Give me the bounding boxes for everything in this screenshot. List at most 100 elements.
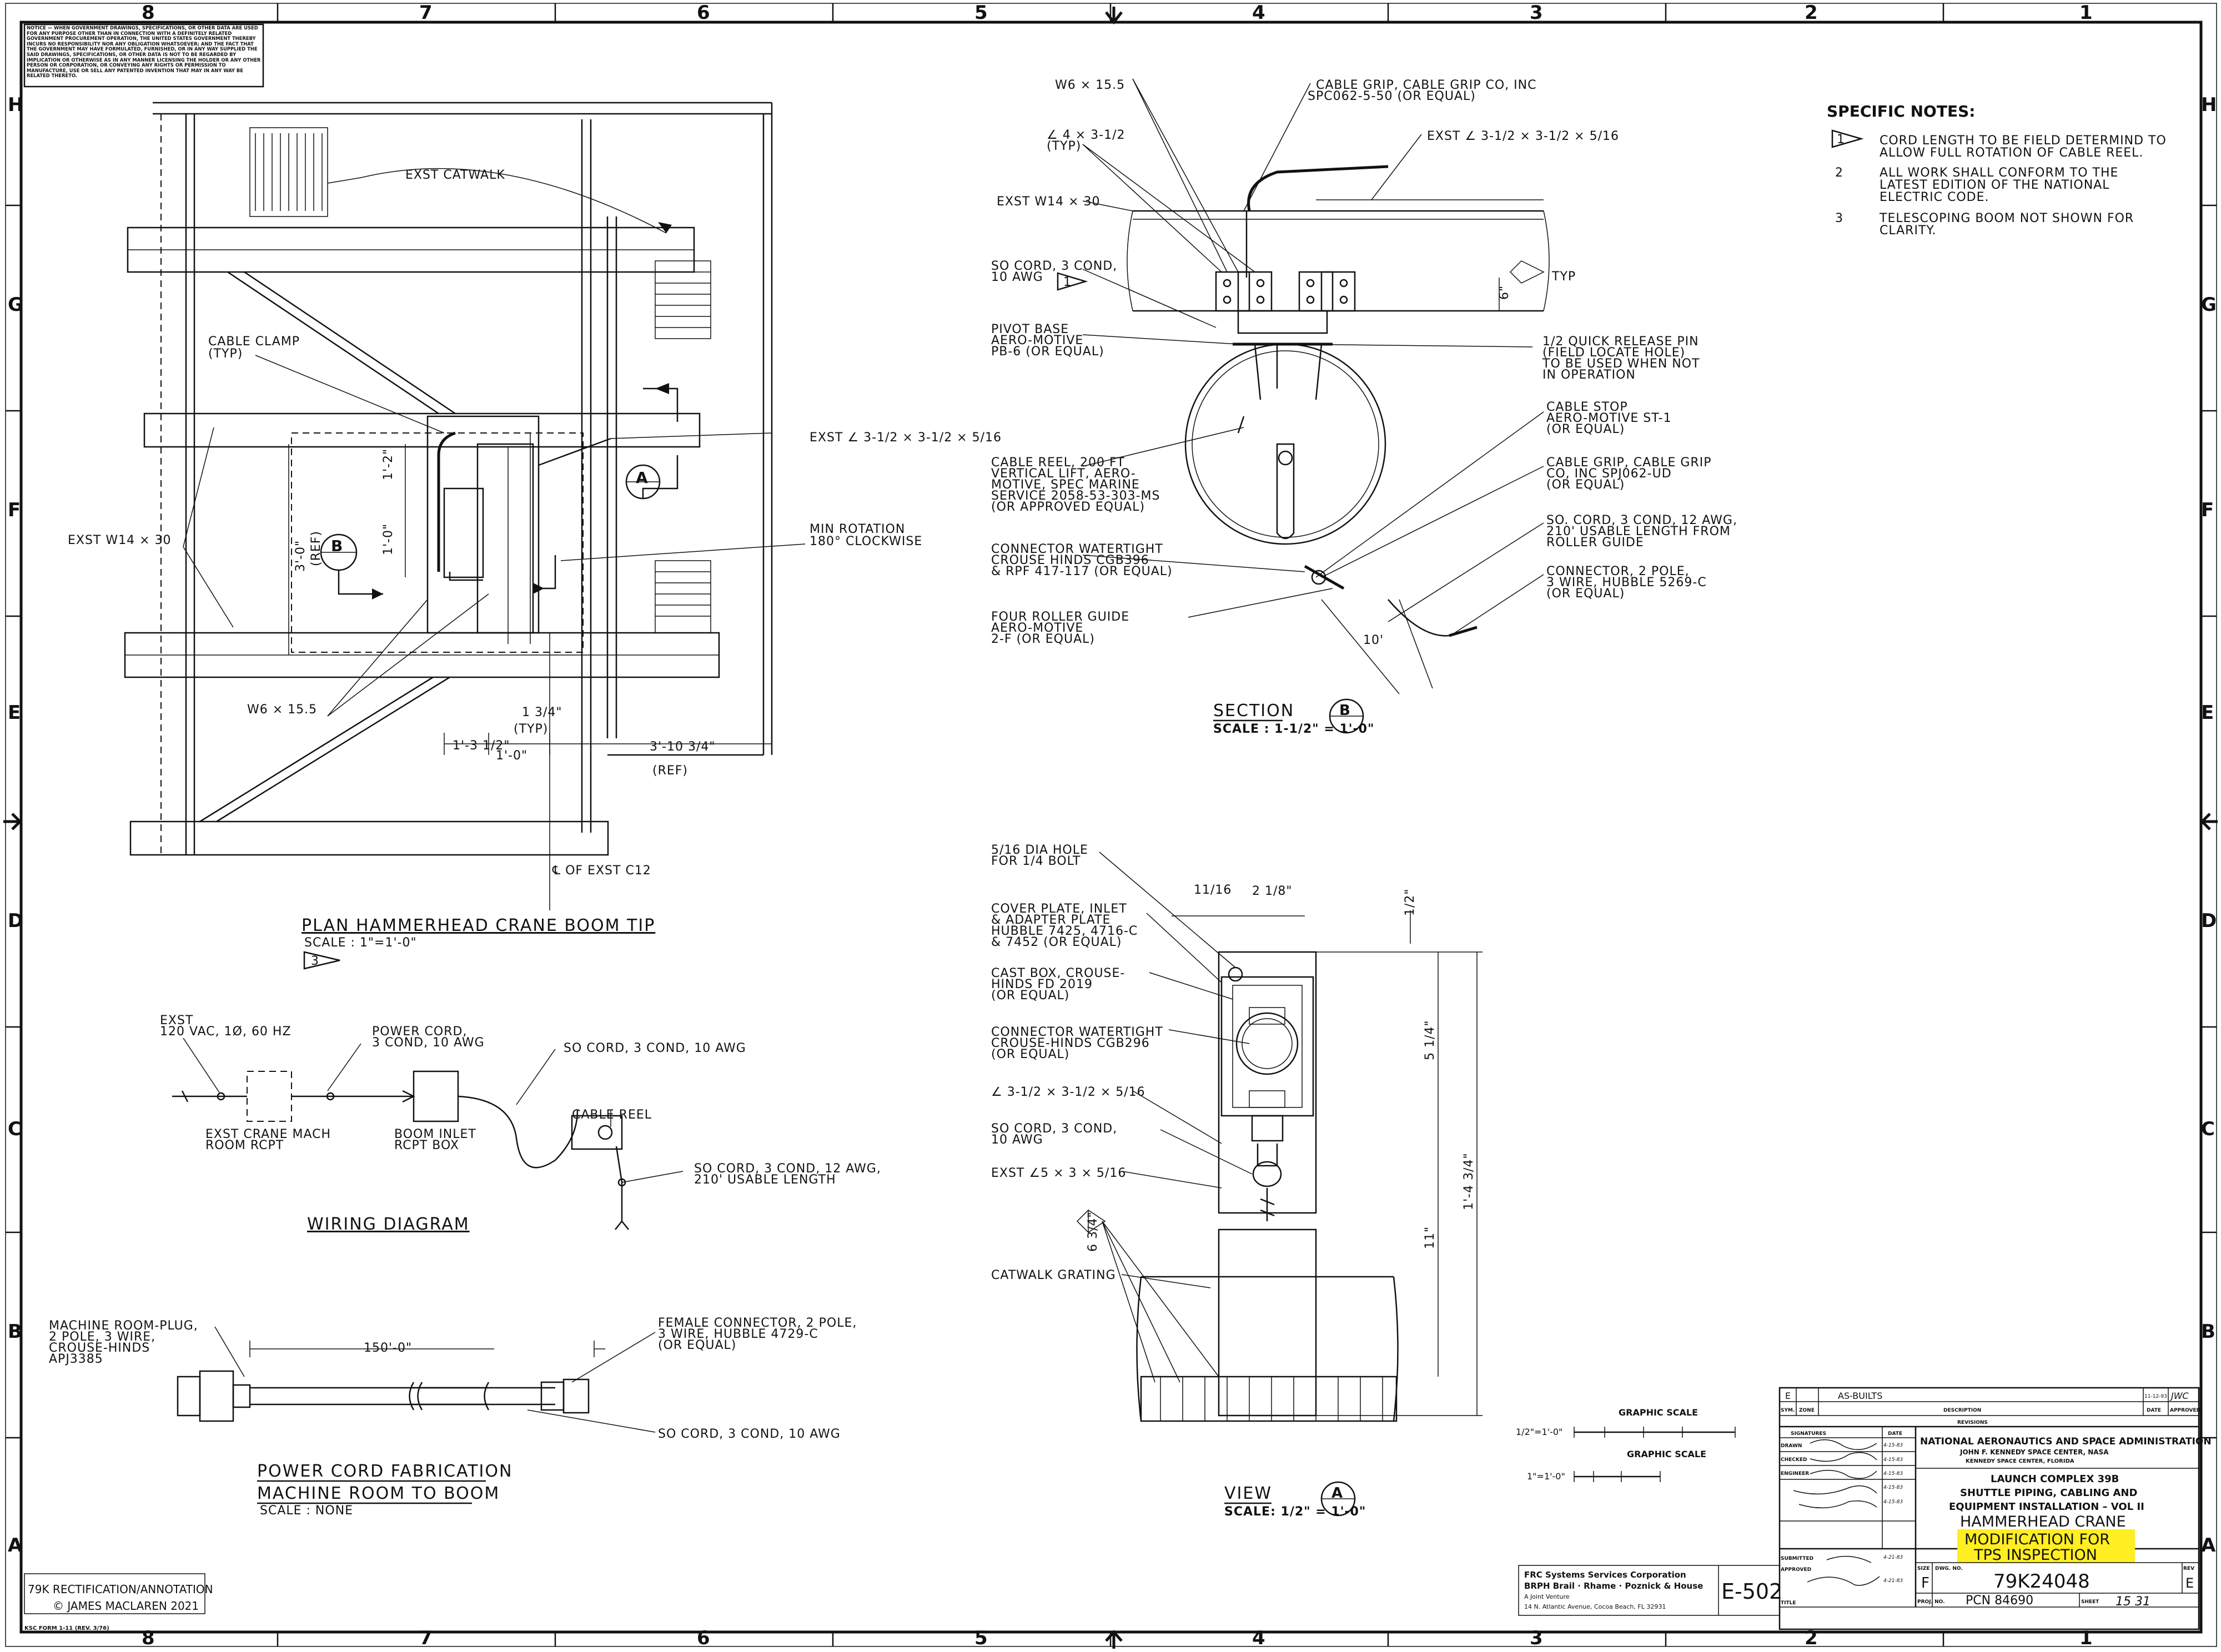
plan-title: PLAN HAMMERHEAD CRANE BOOM TIP [302, 916, 655, 935]
svg-text:4-21-83: 4-21-83 [1883, 1578, 1903, 1584]
svg-text:SIGNATURES: SIGNATURES [1791, 1431, 1826, 1437]
svg-text:CONNECTOR, 2 POLE,: CONNECTOR, 2 POLE, [1546, 565, 1690, 578]
svg-text:CABLE GRIP, CABLE GRIP CO, INC: CABLE GRIP, CABLE GRIP CO, INC [1316, 78, 1536, 92]
svg-text:A: A [636, 469, 648, 487]
svg-text:FOUR ROLLER GUIDE: FOUR ROLLER GUIDE [991, 610, 1129, 624]
zone-labels-right: H G F E D C B A [2201, 94, 2217, 1557]
svg-text:EXST W14 × 30: EXST W14 × 30 [68, 533, 172, 547]
svg-text:CO, INC SPJ062-UD: CO, INC SPJ062-UD [1546, 467, 1672, 481]
svg-text:5: 5 [974, 2, 988, 24]
svg-text:C: C [2201, 1118, 2215, 1140]
svg-text:(REF): (REF) [652, 764, 688, 778]
svg-text:E: E [8, 702, 21, 724]
svg-text:SHUTTLE PIPING, CABLING AND: SHUTTLE PIPING, CABLING AND [1960, 1487, 2137, 1499]
svg-text:11/16: 11/16 [1194, 883, 1232, 897]
svg-text:POWER CORD,: POWER CORD, [372, 1025, 467, 1039]
svg-text:FRC Systems Services Corporati: FRC Systems Services Corporation [1524, 1570, 1686, 1580]
svg-text:FOR 1/4 BOLT: FOR 1/4 BOLT [991, 854, 1081, 868]
svg-text:(OR EQUAL): (OR EQUAL) [658, 1338, 736, 1352]
svg-text:ZONE: ZONE [1799, 1408, 1815, 1413]
svg-text:6: 6 [697, 2, 710, 24]
svg-text:SCALE: 1/2" = 1'-0": SCALE: 1/2" = 1'-0" [1224, 1505, 1366, 1519]
svg-text:REV: REV [2183, 1566, 2194, 1572]
sheet-border [3, 3, 2218, 1649]
svg-text:DRAWN: DRAWN [1781, 1443, 1802, 1449]
svg-text:SHEET: SHEET [2081, 1599, 2099, 1605]
svg-text:3: 3 [311, 954, 319, 968]
svg-text:2 1/8": 2 1/8" [1252, 884, 1293, 898]
svg-text:AERO-MOTIVE ST-1: AERO-MOTIVE ST-1 [1546, 411, 1672, 425]
svg-text:SERVICE 2058-53-303-MS: SERVICE 2058-53-303-MS [991, 489, 1160, 503]
svg-text:1"=1'-0": 1"=1'-0" [1527, 1471, 1565, 1482]
svg-text:B: B [1339, 702, 1350, 719]
svg-text:EXST ∠ 3-1/2 × 3-1/2 × 5/16: EXST ∠ 3-1/2 × 3-1/2 × 5/16 [1427, 129, 1619, 143]
svg-text:3'-0": 3'-0" [294, 540, 308, 572]
svg-text:APPROVED: APPROVED [1781, 1567, 1811, 1573]
svg-text:C: C [8, 1118, 22, 1140]
svg-text:AS-BUILTS: AS-BUILTS [1838, 1391, 1882, 1401]
svg-text:VERTICAL LIFT, AERO-: VERTICAL LIFT, AERO- [991, 467, 1136, 481]
svg-text:11": 11" [1423, 1226, 1437, 1249]
svg-text:℄ OF EXST C12: ℄ OF EXST C12 [552, 864, 651, 878]
svg-text:GRAPHIC SCALE: GRAPHIC SCALE [1619, 1407, 1698, 1418]
svg-text:ALLOW FULL ROTATION OF CABLE R: ALLOW FULL ROTATION OF CABLE REEL. [1880, 146, 2143, 160]
svg-text:H: H [8, 94, 23, 116]
svg-text:CLARITY.: CLARITY. [1880, 224, 1936, 238]
svg-text:D: D [2201, 910, 2217, 932]
zone-labels-top: 8 7 6 5 4 3 2 1 [142, 2, 2093, 24]
wiring-title: WIRING DIAGRAM [307, 1215, 470, 1234]
svg-text:CABLE STOP: CABLE STOP [1546, 400, 1628, 414]
svg-text:3 WIRE, HUBBLE 5269-C: 3 WIRE, HUBBLE 5269-C [1546, 576, 1707, 590]
svg-text:∠ 3-1/2 × 3-1/2 × 5/16: ∠ 3-1/2 × 3-1/2 × 5/16 [991, 1085, 1145, 1099]
svg-text:CABLE CLAMP: CABLE CLAMP [208, 335, 300, 349]
svg-text:1'-4 3/4": 1'-4 3/4" [1462, 1153, 1476, 1211]
svg-text:EXST ∠5 × 3 × 5/16: EXST ∠5 × 3 × 5/16 [991, 1166, 1126, 1180]
svg-text:7: 7 [419, 1627, 433, 1649]
svg-text:79K24048: 79K24048 [1993, 1570, 2090, 1593]
svg-text:E: E [1785, 1391, 1791, 1401]
svg-text:210' USABLE LENGTH FROM: 210' USABLE LENGTH FROM [1546, 525, 1731, 538]
svg-text:A: A [1331, 1485, 1343, 1502]
svg-text:1 3/4": 1 3/4" [522, 706, 562, 719]
svg-text:2: 2 [1835, 166, 1843, 180]
svg-text:SCALE : NONE: SCALE : NONE [260, 1504, 353, 1518]
svg-text:4-15-83: 4-15-83 [1883, 1485, 1903, 1490]
svg-text:EXST ∠ 3-1/2 × 3-1/2 × 5/16: EXST ∠ 3-1/2 × 3-1/2 × 5/16 [810, 431, 1002, 445]
svg-text:G: G [2201, 294, 2217, 316]
svg-text:3'-10 3/4": 3'-10 3/4" [650, 740, 716, 754]
svg-text:W6 × 15.5: W6 × 15.5 [1055, 78, 1125, 92]
svg-text:PB-6 (OR EQUAL): PB-6 (OR EQUAL) [991, 345, 1104, 359]
svg-text:LATEST EDITION OF THE NATIONAL: LATEST EDITION OF THE NATIONAL [1880, 178, 2110, 192]
svg-text:AERO-MOTIVE: AERO-MOTIVE [991, 621, 1083, 635]
svg-text:APJ3385: APJ3385 [49, 1352, 103, 1366]
svg-text:PCN 84690: PCN 84690 [1966, 1594, 2033, 1608]
svg-text:7: 7 [419, 2, 433, 24]
svg-text:MIN ROTATION: MIN ROTATION [810, 522, 905, 536]
svg-text:DATE: DATE [1888, 1431, 1902, 1437]
svg-text:BOOM INLET: BOOM INLET [394, 1127, 476, 1141]
svg-text:6: 6 [697, 1627, 710, 1649]
svg-text:1: 1 [1837, 133, 1845, 147]
svg-text:1'-0": 1'-0" [496, 749, 527, 763]
zone-labels-bottom: 8 7 6 5 4 3 2 1 [142, 1627, 2093, 1649]
notice-text: NOTICE — WHEN GOVERNMENT DRAWINGS, SPECI… [27, 26, 261, 79]
svg-text:W6 × 15.5: W6 × 15.5 [247, 703, 317, 717]
svg-text:SO CORD, 3 COND,: SO CORD, 3 COND, [991, 1122, 1117, 1136]
svg-text:PROJ. NO.: PROJ. NO. [1917, 1599, 1944, 1605]
svg-text:(OR EQUAL): (OR EQUAL) [1546, 478, 1625, 492]
highlight-modification [1957, 1529, 2135, 1563]
svg-text:(TYP): (TYP) [208, 347, 243, 361]
svg-text:CONNECTOR WATERTIGHT: CONNECTOR WATERTIGHT [991, 542, 1163, 556]
svg-text:E: E [2201, 702, 2214, 724]
svg-text:GRAPHIC SCALE: GRAPHIC SCALE [1627, 1449, 1706, 1459]
svg-text:& ADAPTER PLATE: & ADAPTER PLATE [991, 913, 1110, 927]
contractor-block: FRC Systems Services Corporation BRPH Br… [1518, 1565, 1782, 1616]
svg-text:MODIFICATION FOR: MODIFICATION FOR [1964, 1531, 2110, 1548]
svg-text:RCPT BOX: RCPT BOX [394, 1139, 459, 1152]
svg-text:MOTIVE, SPEC MARINE: MOTIVE, SPEC MARINE [991, 478, 1140, 492]
svg-text:1: 1 [1063, 275, 1072, 289]
svg-text:EXST W14 × 30: EXST W14 × 30 [997, 195, 1101, 209]
svg-text:FEMALE CONNECTOR, 2 POLE,: FEMALE CONNECTOR, 2 POLE, [658, 1316, 857, 1330]
